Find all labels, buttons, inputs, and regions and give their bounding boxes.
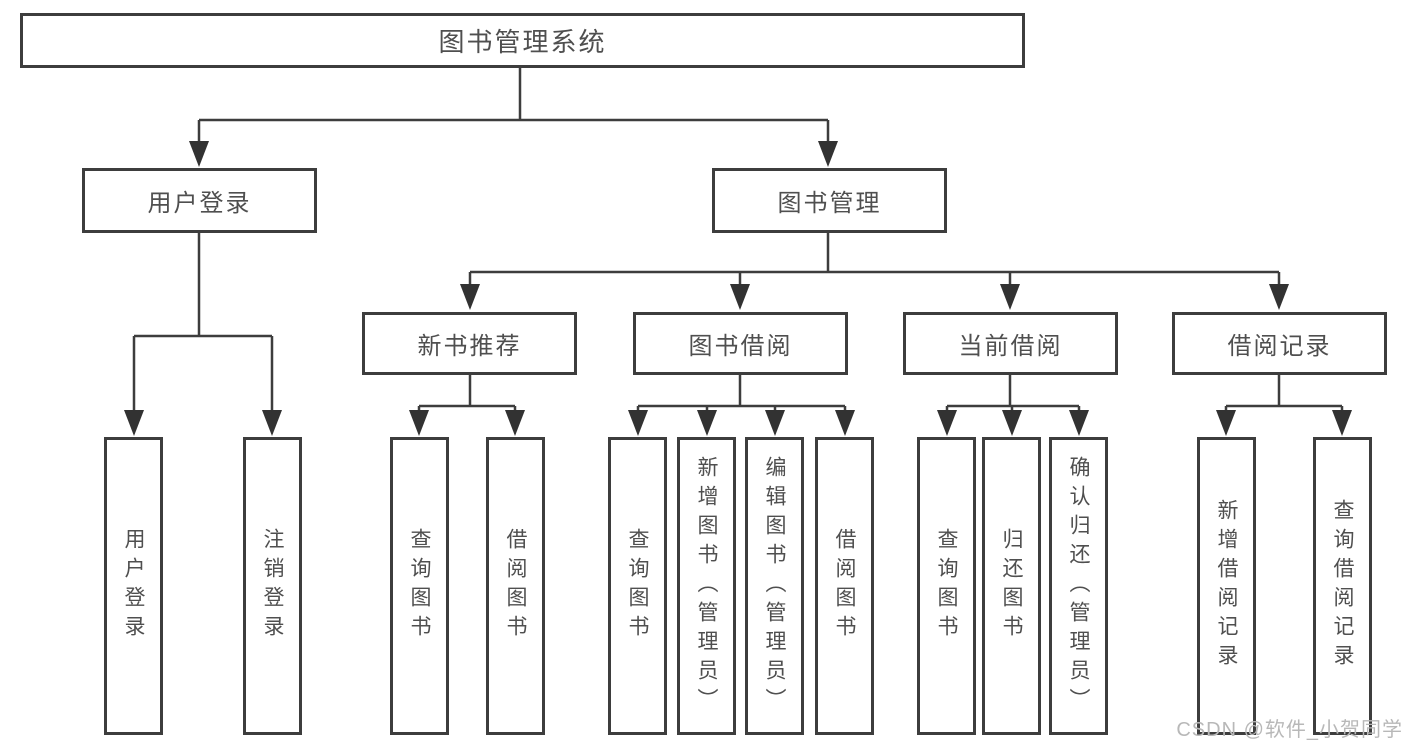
- node-query-books-current: 查询图书: [917, 437, 976, 735]
- node-new-book-recommend: 新书推荐: [362, 312, 577, 375]
- node-user-login: 用户登录: [82, 168, 317, 233]
- node-return-book: 归还图书: [982, 437, 1041, 735]
- node-borrow-books-borrow: 借阅图书: [815, 437, 874, 735]
- node-logout: 注销登录: [243, 437, 302, 735]
- arrowhead-leaf-bb-3: [765, 410, 785, 436]
- node-query-books-borrow-label: 查询图书: [626, 528, 649, 644]
- node-query-books-newrec: 查询图书: [390, 437, 449, 735]
- arrowhead-leaf-bb-1: [628, 410, 648, 436]
- arrowhead-leaf-cur-2: [1002, 410, 1022, 436]
- node-add-borrow-record-label: 新增借阅记录: [1215, 499, 1238, 673]
- node-add-borrow-record: 新增借阅记录: [1197, 437, 1256, 735]
- node-query-borrow-record: 查询借阅记录: [1313, 437, 1372, 735]
- node-add-book-admin: 新增图书（管理员）: [677, 437, 736, 735]
- node-book-borrowing-label: 图书借阅: [688, 333, 793, 360]
- arrowhead-records: [1269, 284, 1289, 310]
- node-borrow-books-newrec: 借阅图书: [486, 437, 545, 735]
- node-add-book-admin-label: 新增图书（管理员）: [695, 455, 718, 717]
- node-book-management-label: 图书管理: [777, 190, 882, 217]
- node-borrow-records-label: 借阅记录: [1227, 333, 1332, 360]
- node-confirm-return-admin-label: 确认归还（管理员）: [1067, 455, 1090, 717]
- node-user-login-action-label: 用户登录: [122, 528, 145, 644]
- arrowhead-leaf-cur-3: [1069, 410, 1089, 436]
- node-book-borrowing: 图书借阅: [633, 312, 848, 375]
- node-borrow-records: 借阅记录: [1172, 312, 1387, 375]
- node-root-label: 图书管理系统: [438, 27, 607, 57]
- node-query-books-newrec-label: 查询图书: [408, 528, 431, 644]
- arrowhead-leaf-rec-2: [1332, 410, 1352, 436]
- node-edit-book-admin-label: 编辑图书（管理员）: [763, 455, 786, 717]
- arrowhead-leaf-rec-1: [1216, 410, 1236, 436]
- arrowhead-bookborrow: [730, 284, 750, 310]
- node-root-system: 图书管理系统: [20, 13, 1025, 68]
- node-confirm-return-admin: 确认归还（管理员）: [1049, 437, 1108, 735]
- node-current-borrowing: 当前借阅: [903, 312, 1118, 375]
- arrowhead-leaf-newrec-1: [409, 410, 429, 436]
- node-user-login-action: 用户登录: [104, 437, 163, 735]
- arrowhead-leaf-login: [124, 410, 144, 436]
- node-return-book-label: 归还图书: [1000, 528, 1023, 644]
- node-query-books-borrow: 查询图书: [608, 437, 667, 735]
- node-current-borrowing-label: 当前借阅: [958, 333, 1063, 360]
- node-borrow-books-borrow-label: 借阅图书: [833, 528, 856, 644]
- arrowhead-newrec: [460, 284, 480, 310]
- arrowhead-leaf-bb-2: [697, 410, 717, 436]
- node-query-books-current-label: 查询图书: [935, 528, 958, 644]
- arrowhead-leaf-bb-4: [835, 410, 855, 436]
- node-book-management: 图书管理: [712, 168, 947, 233]
- node-query-borrow-record-label: 查询借阅记录: [1331, 499, 1354, 673]
- node-edit-book-admin: 编辑图书（管理员）: [745, 437, 804, 735]
- arrowhead-current: [1000, 284, 1020, 310]
- node-new-book-recommend-label: 新书推荐: [417, 333, 522, 360]
- arrowhead-leaf-logout: [262, 410, 282, 436]
- csdn-watermark: CSDN @软件_小贺同学: [1176, 719, 1403, 741]
- arrowhead-leaf-newrec-2: [505, 410, 525, 436]
- arrowhead-user-login: [189, 141, 209, 167]
- node-borrow-books-newrec-label: 借阅图书: [504, 528, 527, 644]
- arrowhead-leaf-cur-1: [937, 410, 957, 436]
- arrowhead-book-mgmt: [818, 141, 838, 167]
- node-logout-label: 注销登录: [261, 528, 284, 644]
- node-user-login-label: 用户登录: [147, 190, 252, 217]
